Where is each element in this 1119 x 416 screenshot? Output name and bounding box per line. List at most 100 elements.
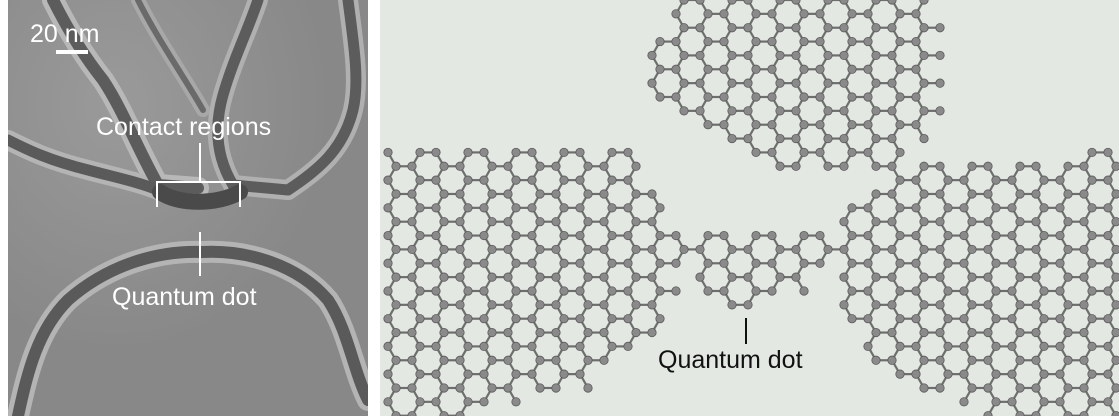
carbon-atom (727, 300, 737, 310)
carbon-atom (527, 314, 537, 324)
carbon-atom (719, 258, 729, 268)
carbon-atom (935, 300, 945, 310)
carbon-atom (935, 383, 945, 393)
carbon-atom (671, 64, 681, 74)
carbon-atom (671, 286, 681, 296)
carbon-atom (887, 272, 897, 282)
carbon-atom (703, 36, 713, 47)
carbon-atom (775, 106, 785, 116)
carbon-atom (847, 92, 857, 102)
carbon-atom (791, 106, 801, 116)
carbon-atom (863, 203, 873, 213)
carbon-atom (887, 133, 897, 144)
carbon-atom (479, 258, 489, 268)
carbon-atom (415, 258, 425, 268)
carbon-atom (967, 217, 977, 227)
carbon-atom (1055, 203, 1065, 213)
carbon-atom (1111, 244, 1119, 255)
carbon-atom (511, 341, 521, 352)
carbon-atom (743, 272, 753, 282)
carbon-atom (583, 272, 593, 282)
carbon-atom (959, 230, 969, 241)
carbon-atom (727, 78, 737, 88)
carbon-atom (479, 286, 489, 296)
carbon-atom (623, 314, 633, 324)
carbon-atom (527, 230, 537, 241)
carbon-atom (383, 147, 393, 158)
carbon-atom (871, 106, 881, 116)
carbon-atom (727, 244, 737, 255)
carbon-atom (703, 9, 713, 19)
carbon-atom (551, 244, 561, 255)
carbon-atom (775, 272, 785, 282)
carbon-atom (1111, 300, 1119, 310)
lattice-illustration-panel: Quantum dot (380, 0, 1119, 416)
carbon-atom (839, 300, 849, 310)
carbon-atom (583, 189, 593, 199)
carbon-atom (895, 314, 905, 324)
carbon-atom (839, 133, 849, 144)
carbon-atom (671, 230, 681, 241)
carbon-atom (751, 230, 761, 241)
carbon-atom (487, 272, 497, 282)
carbon-atom (1039, 397, 1049, 407)
carbon-atom (775, 78, 785, 88)
carbon-atom (503, 383, 513, 393)
carbon-atom (991, 203, 1001, 213)
carbon-atom (983, 327, 993, 338)
scale-bar (56, 50, 88, 54)
carbon-atom (887, 50, 897, 61)
carbon-atom (1015, 161, 1025, 171)
carbon-atom (959, 369, 969, 379)
carbon-atom (1055, 314, 1065, 324)
carbon-atom (743, 106, 753, 116)
carbon-atom (391, 161, 401, 171)
carbon-atom (1079, 189, 1089, 199)
carbon-atom (983, 217, 993, 227)
carbon-atom (895, 341, 905, 352)
carbon-atom (815, 147, 825, 158)
carbon-atom (439, 189, 449, 199)
carbon-atom (983, 244, 993, 255)
carbon-atom (719, 64, 729, 74)
carbon-atom (503, 355, 513, 365)
carbon-atom (959, 175, 969, 185)
carbon-atom (463, 369, 473, 379)
carbon-atom (823, 78, 833, 88)
carbon-atom (887, 355, 897, 365)
carbon-atom (511, 286, 521, 296)
carbon-atom (383, 175, 393, 185)
carbon-atom (655, 64, 665, 74)
carbon-atom (799, 286, 809, 296)
carbon-atom (895, 36, 905, 47)
carbon-atom (895, 286, 905, 296)
carbon-atom (535, 383, 545, 393)
carbon-atom (863, 341, 873, 352)
carbon-atom (751, 36, 761, 47)
carbon-atom (919, 244, 929, 255)
carbon-atom (719, 230, 729, 241)
sem-image-panel: 20 nm Contact regions Quantum dot (8, 0, 368, 416)
carbon-atom (911, 286, 921, 296)
carbon-atom (599, 189, 609, 199)
carbon-atom (487, 355, 497, 365)
carbon-atom (479, 397, 489, 407)
carbon-atom (895, 203, 905, 213)
carbon-atom (679, 244, 689, 255)
carbon-atom (599, 161, 609, 171)
carbon-atom (511, 314, 521, 324)
carbon-atom (1039, 314, 1049, 324)
carbon-atom (919, 189, 929, 199)
carbon-atom (535, 272, 545, 282)
carbon-atom (535, 300, 545, 310)
carbon-atom (439, 300, 449, 310)
carbon-atom (455, 327, 465, 338)
carbon-atom (1079, 411, 1089, 416)
carbon-atom (487, 244, 497, 255)
carbon-atom (655, 230, 665, 241)
carbon-atom (799, 9, 809, 19)
carbon-atom (1031, 300, 1041, 310)
carbon-atom (431, 286, 441, 296)
carbon-atom (847, 258, 857, 268)
carbon-atom (815, 120, 825, 130)
